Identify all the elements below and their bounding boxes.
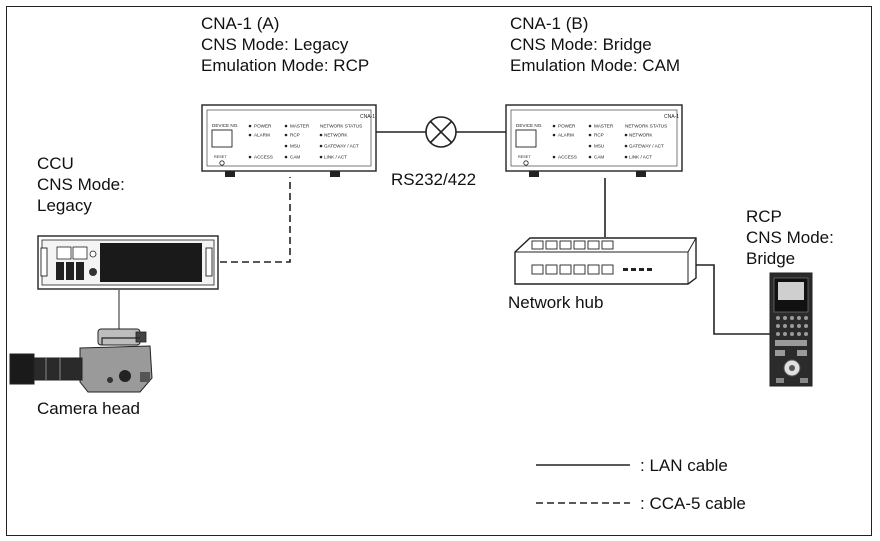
rcp-title: RCP [746, 207, 782, 226]
cna-b-model-text: CNA-1 [664, 114, 679, 120]
cna-b-label: CNA-1 (B) CNS Mode: Bridge Emulation Mod… [510, 13, 680, 76]
cna-b-network-status-text: NETWORK STATUS [625, 124, 667, 129]
ccu-device [37, 235, 219, 290]
cna-b-led-network: NETWORK [629, 133, 653, 138]
cca5-cable-ccu-cna-a [220, 177, 291, 263]
cna-a-led-gateway: GATEWAY / ACT [324, 144, 359, 149]
cna-b-led-msu: MSU [594, 144, 604, 149]
camera-head-icon [9, 328, 153, 393]
cna-b-led-access: ACCESS [558, 155, 577, 160]
serial-junction-icon [425, 116, 457, 148]
cna-b-led-rcp: RCP [594, 133, 604, 138]
cna-a-emulation-mode: Emulation Mode: RCP [201, 56, 370, 75]
cna-a-reset-button [219, 160, 225, 166]
network-hub-label: Network hub [508, 293, 604, 312]
cna-b-cns-mode: CNS Mode: Bridge [510, 35, 652, 54]
cna-a-led-msu: MSU [290, 144, 300, 149]
cna-a-led-cam: CAM [290, 155, 300, 160]
cna-1-a-device: CNA-1 DEVICE NO. RESET POWER ALARM ACCES… [201, 104, 377, 177]
cna-a-model-text: CNA-1 [360, 114, 375, 120]
cna-b-led-master: MASTER [594, 124, 614, 129]
cna-a-cns-mode: CNS Mode: Legacy [201, 35, 349, 54]
cna-a-led-access: ACCESS [254, 155, 273, 160]
cna-b-reset-button [523, 160, 529, 166]
cna-a-led-master: MASTER [290, 124, 310, 129]
cna-a-led-power: POWER [254, 124, 272, 129]
cna-b-led-link: LINK / ACT [629, 155, 652, 160]
cna-b-title: CNA-1 (B) [510, 14, 589, 33]
ccu-cns-mode-line2: Legacy [37, 196, 92, 215]
legend-cca5-label: : CCA-5 cable [640, 494, 746, 513]
cna-b-led-gateway: GATEWAY / ACT [629, 144, 664, 149]
legend-lan-label: : LAN cable [640, 456, 728, 475]
cna-a-led-alarm: ALARM [254, 133, 270, 138]
cna-a-reset-text: RESET [214, 155, 227, 159]
network-hub-device [514, 237, 697, 285]
rcp-cns-mode-line2: Bridge [746, 249, 796, 268]
ccu-cns-mode-line1: CNS Mode: [37, 175, 125, 194]
lan-cable-hub-rcp [686, 264, 770, 335]
camera-head-label: Camera head [37, 399, 141, 418]
cna-a-led-link: LINK / ACT [324, 155, 347, 160]
cna-b-led-alarm: ALARM [558, 133, 574, 138]
rcp-cns-mode-line1: CNS Mode: [746, 228, 834, 247]
rcp-label: RCP CNS Mode: Bridge [746, 206, 834, 269]
cna-b-device-no-text: DEVICE NO. [516, 123, 543, 128]
rcp-device [769, 272, 813, 387]
ccu-label: CCU CNS Mode: Legacy [37, 153, 125, 216]
cna-b-led-power: POWER [558, 124, 576, 129]
ccu-title: CCU [37, 154, 74, 173]
cna-a-led-rcp: RCP [290, 133, 300, 138]
legend [536, 464, 630, 504]
cna-a-title: CNA-1 (A) [201, 14, 280, 33]
cna-b-led-cam: CAM [594, 155, 604, 160]
cna-b-reset-text: RESET [518, 155, 531, 159]
cna-1-b-device: CNA-1 DEVICE NO. RESET POWER ALARM ACCES… [505, 104, 683, 177]
cna-a-label: CNA-1 (A) CNS Mode: Legacy Emulation Mod… [201, 13, 369, 76]
cna-b-device-no-display [515, 129, 537, 148]
diagram-frame [6, 6, 872, 536]
rs232-422-label: RS232/422 [391, 170, 477, 189]
cna-a-led-network: NETWORK [324, 133, 348, 138]
cna-a-device-no-display [211, 129, 233, 148]
cna-b-emulation-mode: Emulation Mode: CAM [510, 56, 681, 75]
cna-a-device-no-text: DEVICE NO. [212, 123, 239, 128]
cna-a-network-status-text: NETWORK STATUS [320, 124, 362, 129]
